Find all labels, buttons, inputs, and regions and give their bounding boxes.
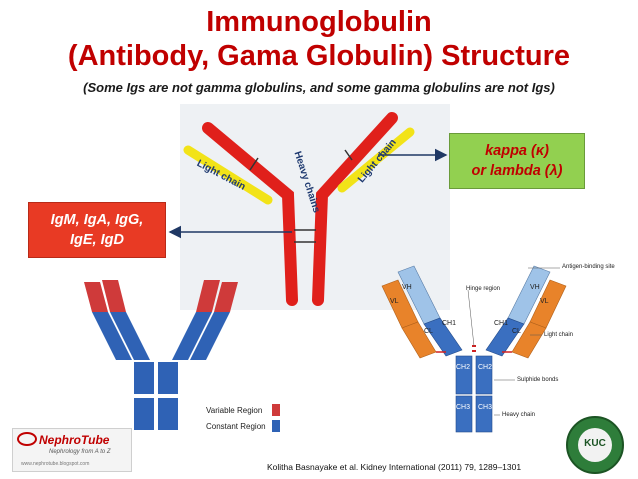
disulfide-bond [249, 157, 259, 171]
page-title-line-2: (Antibody, Gama Globulin) Structure [67, 40, 571, 72]
legend-variable-region: Variable Region [206, 406, 263, 415]
light-chain-pointer-label: Light chain [544, 332, 574, 338]
heavy-chain-pointer-label: Heavy chain [502, 412, 536, 418]
ch3-domain [455, 395, 473, 433]
legend-swatch-constant [272, 420, 280, 432]
variable-region [196, 280, 220, 312]
constant-region [158, 398, 178, 430]
ch1-label-left: CH1 [442, 320, 457, 327]
ch1-label-right: CH1 [494, 320, 509, 327]
nephrotube-logo: NephroTube Nephrology from A to Z www.ne… [12, 428, 132, 472]
page-title: Immunoglobulin [206, 6, 432, 38]
pointer-line [467, 289, 475, 347]
kappa-label: kappa (κ) [485, 143, 549, 159]
seal-inner: KUC [578, 428, 612, 462]
cl-label-left: CL [424, 328, 433, 335]
constant-region [172, 312, 212, 360]
ch3-domain [475, 395, 493, 433]
ch1-domain [485, 317, 525, 357]
variable-region [84, 282, 108, 312]
left-antibody-schematic [84, 280, 280, 432]
logo-tagline: Nephrology from A to Z [49, 449, 111, 455]
ch3-label-right: CH3 [478, 404, 493, 411]
heavy-chain-right [312, 112, 398, 306]
logo-mark-icon [17, 432, 37, 446]
lambda-label: or lambda (λ) [471, 163, 563, 179]
ch2-domain [475, 355, 493, 395]
light-chain-right [337, 127, 415, 193]
vh-label-left: VH [402, 284, 412, 291]
disulfide-bond-label: Sulphide bonds [517, 377, 559, 383]
ch1-domain [423, 317, 463, 357]
legend-constant-region: Constant Region [206, 422, 266, 431]
ch2-domain [455, 355, 473, 395]
vl-label-right: VL [540, 298, 549, 305]
constant-region [190, 312, 230, 360]
ch2-label-right: CH2 [478, 364, 493, 371]
heavy-chain-left [202, 122, 298, 306]
classes-line-2: IgE, IgD [70, 232, 124, 248]
logo-name: NephroTube [39, 433, 110, 447]
light-chain-types-box: kappa (κ) or lambda (λ) [449, 133, 585, 189]
logo-url: www.nephrotube.blogspot.com [21, 461, 90, 467]
hinge-region-label: Hinge region [466, 286, 501, 292]
citation: Kolitha Basnayake et al. Kidney Internat… [267, 462, 522, 472]
heavy-chain-classes-box: IgM, IgA, IgG, IgE, IgD [28, 202, 166, 258]
page-subtitle: (Some Igs are not gamma globulins, and s… [83, 80, 555, 95]
classes-line-1: IgM, IgA, IgG, [50, 212, 144, 228]
disulfide-bond [344, 149, 353, 161]
kuc-seal-icon: KUC [566, 416, 624, 474]
antigen-site-label: Antigen-binding site [562, 264, 615, 270]
ch2-label-left: CH2 [456, 364, 471, 371]
constant-region [110, 312, 150, 360]
variable-region [102, 280, 126, 312]
constant-region [158, 362, 178, 394]
central-antibody-diagram [180, 104, 450, 310]
constant-region [134, 398, 154, 430]
constant-region [134, 362, 154, 394]
vl-label-left: VL [390, 298, 399, 305]
variable-region [214, 282, 238, 312]
light-chain-left [183, 145, 273, 205]
seal-letters: KUC [584, 438, 606, 449]
right-antibody-schematic [381, 265, 567, 433]
ch3-label-left: CH3 [456, 404, 471, 411]
legend-swatch-variable [272, 404, 280, 416]
constant-region [92, 312, 132, 360]
vh-label-right: VH [530, 284, 540, 291]
cl-label-right: CL [512, 328, 521, 335]
